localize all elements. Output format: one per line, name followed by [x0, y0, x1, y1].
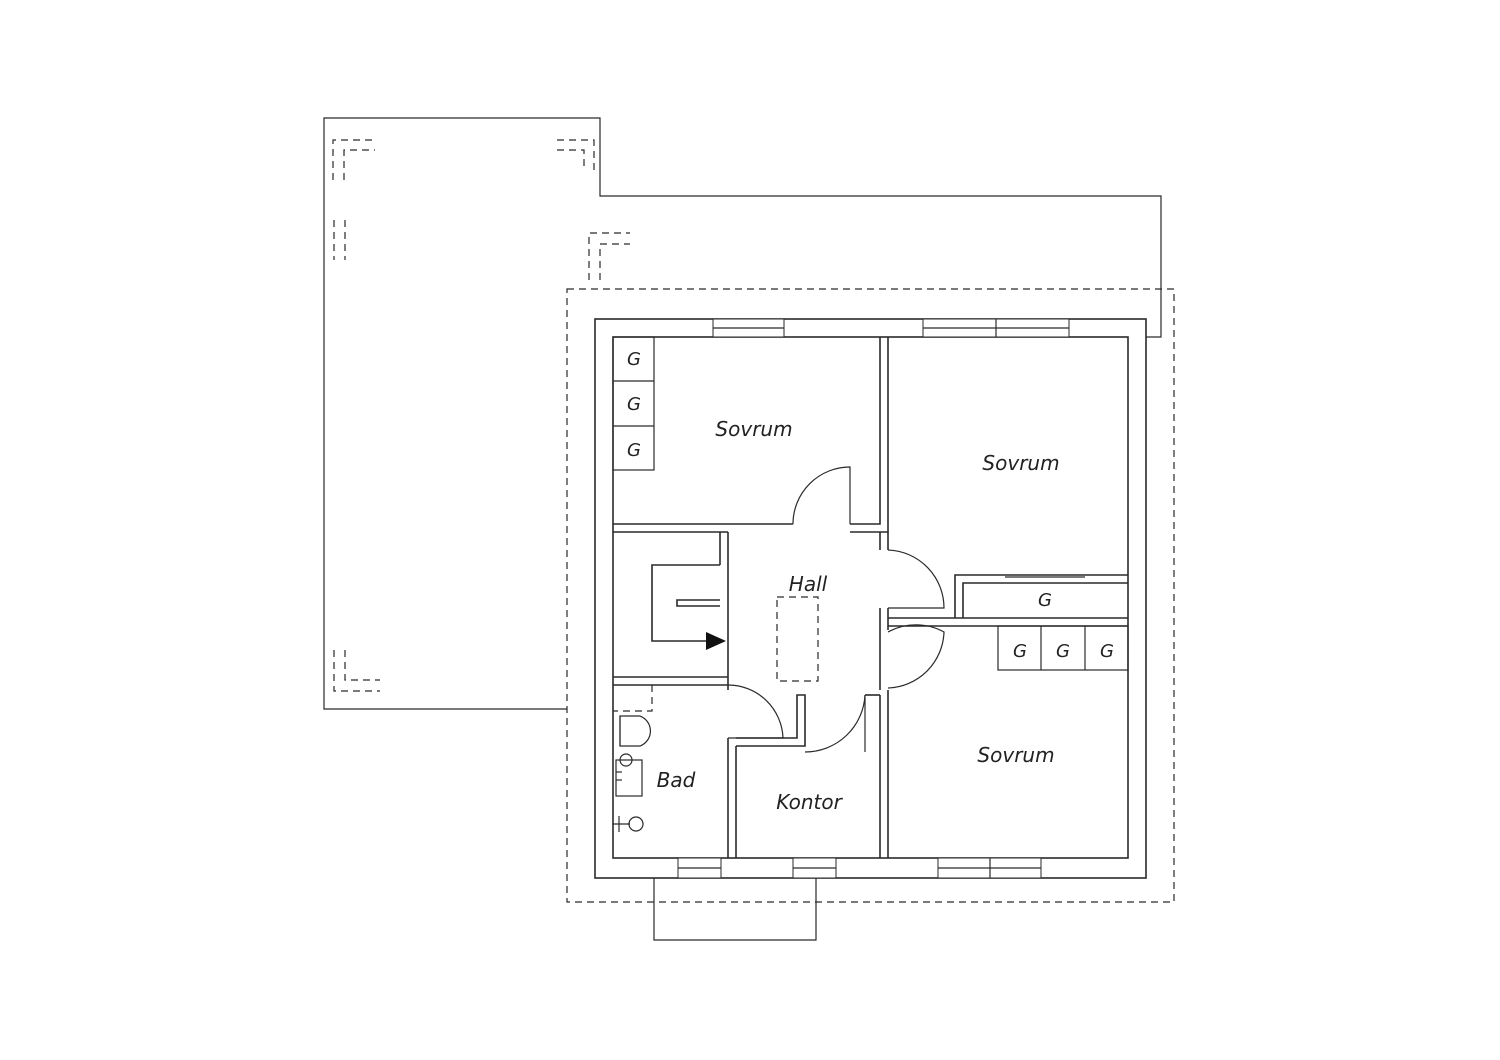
- storage-label: G: [1013, 641, 1027, 662]
- shower-icon: [628, 816, 644, 832]
- storage-label: G: [627, 440, 641, 461]
- room-label-hall: Hall: [789, 572, 828, 596]
- outer-wall-outer: [594, 318, 1147, 879]
- storage-label: G: [627, 394, 641, 415]
- room-label-bad: Bad: [657, 768, 696, 792]
- doors: [727, 466, 945, 753]
- windows: [677, 318, 1070, 879]
- storage-label: G: [1056, 641, 1070, 662]
- hall-hatch: [776, 596, 819, 682]
- outer-wall-inner: [612, 336, 1129, 859]
- storage-cabinets: [612, 336, 1129, 671]
- entrance-canopy: [653, 878, 817, 941]
- eaves-outline: [566, 288, 1175, 903]
- roof-corner-marks: [332, 139, 630, 692]
- storage-label: G: [1038, 590, 1052, 611]
- room-label-sovrum-se: Sovrum: [977, 743, 1054, 767]
- bathroom-fixtures: [613, 685, 653, 832]
- roof-outline: [323, 117, 1162, 710]
- toilet-icon: [619, 715, 652, 747]
- storage-label: G: [1100, 641, 1114, 662]
- room-label-kontor: Kontor: [776, 790, 843, 814]
- room-label-sovrum-nw: Sovrum: [715, 417, 792, 441]
- sink-icon: [615, 759, 643, 797]
- storage-label: G: [627, 349, 641, 370]
- staircase: [651, 564, 726, 650]
- room-label-sovrum-ne: Sovrum: [982, 451, 1059, 475]
